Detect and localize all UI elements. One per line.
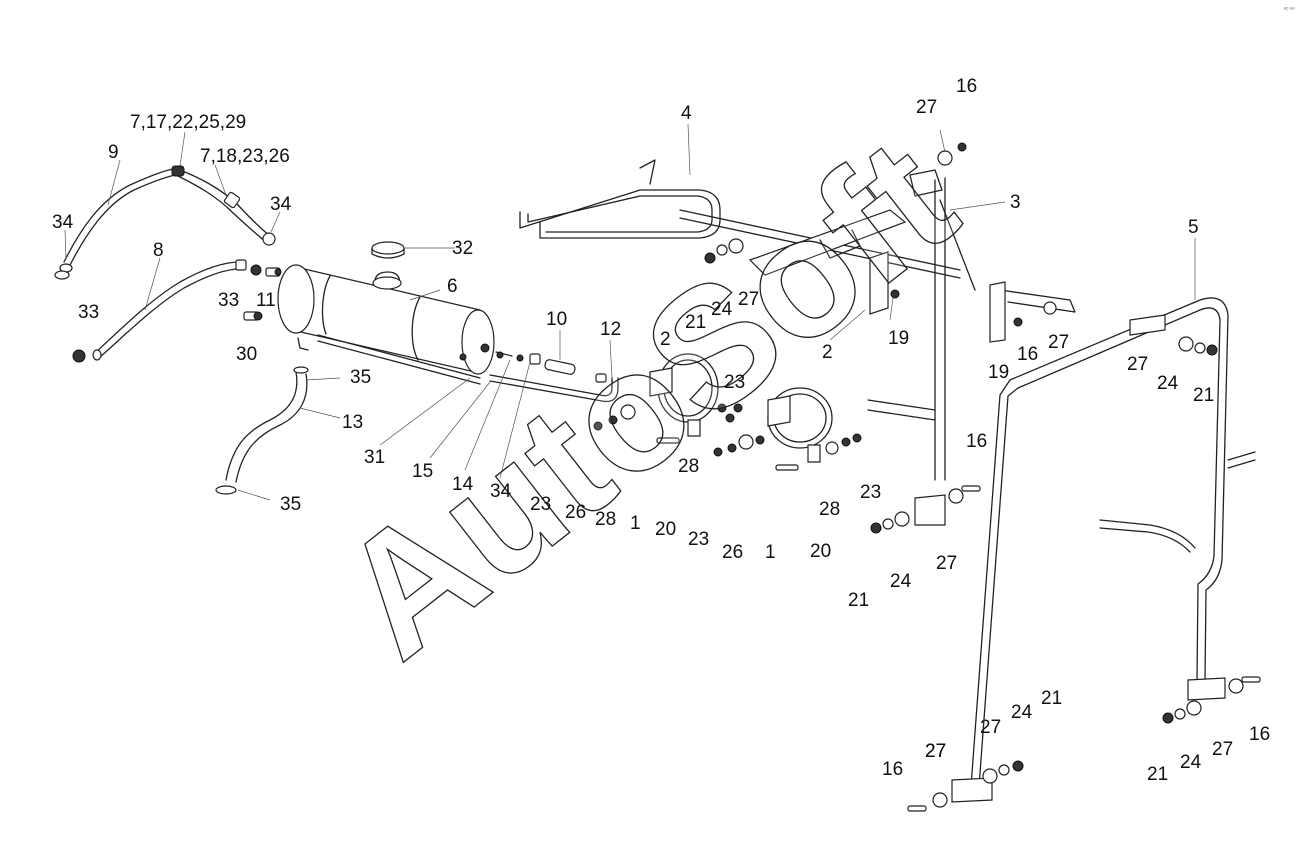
callout-label: 7,18,23,26 bbox=[200, 146, 290, 167]
callout-label: 20 bbox=[810, 541, 831, 562]
callout-label: 8 bbox=[153, 240, 164, 261]
callout-label: 9 bbox=[108, 142, 119, 163]
callout-label: 21 bbox=[685, 312, 706, 333]
callout-label: 34 bbox=[490, 481, 512, 502]
callout-label: 21 bbox=[848, 590, 869, 611]
callout-label: 21 bbox=[1147, 764, 1168, 785]
hose-9 bbox=[59, 167, 181, 273]
cap-32 bbox=[371, 241, 405, 259]
callout-label: 24 bbox=[890, 571, 912, 592]
callout-labels: 7,17,22,25,29 9 7,18,23,26 34 34 8 32 6 … bbox=[52, 76, 1270, 785]
callout-label: 1 bbox=[630, 513, 641, 534]
callout-label: 21 bbox=[1193, 385, 1214, 406]
callout-label: 2 bbox=[660, 329, 671, 350]
callout-label: 35 bbox=[280, 494, 301, 515]
clamp-2-right bbox=[767, 387, 833, 463]
watermark: AutoSoft bbox=[306, 103, 988, 694]
callout-label: 27 bbox=[1212, 739, 1233, 760]
callout-label: 34 bbox=[270, 194, 292, 215]
callout-label: 16 bbox=[966, 431, 987, 452]
callout-label: 28 bbox=[678, 456, 699, 477]
callout-label: 11 bbox=[256, 290, 276, 311]
callout-label: 16 bbox=[956, 76, 977, 97]
pipe-10-12 bbox=[489, 351, 619, 403]
callout-label: 23 bbox=[530, 494, 551, 515]
callout-label: 27 bbox=[1127, 354, 1148, 375]
fasteners bbox=[593, 142, 1261, 812]
callout-label: 34 bbox=[52, 212, 74, 233]
bracket-3 bbox=[748, 209, 907, 315]
callout-label: 19 bbox=[988, 362, 1009, 383]
callout-label: 24 bbox=[1157, 373, 1179, 394]
callout-label: 24 bbox=[711, 299, 733, 320]
callout-label: 19 bbox=[888, 328, 909, 349]
callout-label: 16 bbox=[1017, 344, 1038, 365]
callout-label: 35 bbox=[350, 367, 371, 388]
leader-lines bbox=[64, 123, 1196, 501]
callout-label: 27 bbox=[925, 741, 946, 762]
ring-34-left bbox=[54, 270, 70, 280]
callout-label: 15 bbox=[412, 461, 433, 482]
hose-upper bbox=[171, 165, 276, 246]
callout-label: 5 bbox=[1188, 217, 1199, 238]
pipe-15-31 bbox=[297, 334, 481, 385]
callout-label: 27 bbox=[916, 97, 937, 118]
callout-label: 4 bbox=[681, 103, 692, 124]
callout-label: 12 bbox=[600, 319, 621, 340]
hose-8 bbox=[92, 259, 247, 361]
callout-label: 24 bbox=[1180, 752, 1202, 773]
callout-label: 23 bbox=[688, 529, 709, 550]
callout-label: 7,17,22,25,29 bbox=[130, 112, 246, 133]
callout-label: 27 bbox=[925, 741, 946, 762]
callout-label: 26 bbox=[722, 542, 743, 563]
callout-label: 6 bbox=[447, 276, 458, 297]
callout-label: 27 bbox=[980, 717, 1001, 738]
callout-label: 32 bbox=[452, 238, 473, 259]
fittings-33-11 bbox=[243, 264, 282, 321]
callout-label: 26 bbox=[565, 502, 586, 523]
callout-label: 33 bbox=[218, 290, 239, 311]
callout-label: 23 bbox=[724, 372, 745, 393]
callout-label: 13 bbox=[342, 412, 363, 433]
callout-label: 10 bbox=[546, 309, 567, 330]
callout-label: 23 bbox=[860, 482, 881, 503]
callout-label: 27 bbox=[936, 553, 957, 574]
callout-label: 27 bbox=[738, 289, 759, 310]
frame-5 bbox=[867, 169, 1256, 803]
hose-13 bbox=[215, 366, 309, 495]
callout-label: 27 bbox=[1048, 332, 1069, 353]
muffler-6 bbox=[277, 264, 495, 375]
corner-text: ᵉᵖ ᵉᵉ bbox=[1284, 7, 1295, 13]
callout-label: 28 bbox=[595, 509, 616, 530]
callout-label: 3 bbox=[1010, 192, 1021, 213]
callout-label: 14 bbox=[452, 474, 474, 495]
callout-label: 1 bbox=[765, 542, 776, 563]
callout-label: 16 bbox=[1249, 724, 1270, 745]
callout-label: 31 bbox=[364, 447, 385, 468]
callout-label: 16 bbox=[882, 759, 903, 780]
callout-label: 28 bbox=[819, 499, 840, 520]
callout-label: 30 bbox=[236, 344, 257, 365]
cap-33-left bbox=[72, 349, 86, 363]
clamp-2-left bbox=[649, 353, 719, 437]
callout-label: 20 bbox=[655, 519, 676, 540]
callout-label: 21 bbox=[1041, 688, 1062, 709]
callout-label: 2 bbox=[822, 342, 833, 363]
callout-label: 33 bbox=[78, 302, 99, 323]
callout-label: 24 bbox=[1011, 702, 1033, 723]
